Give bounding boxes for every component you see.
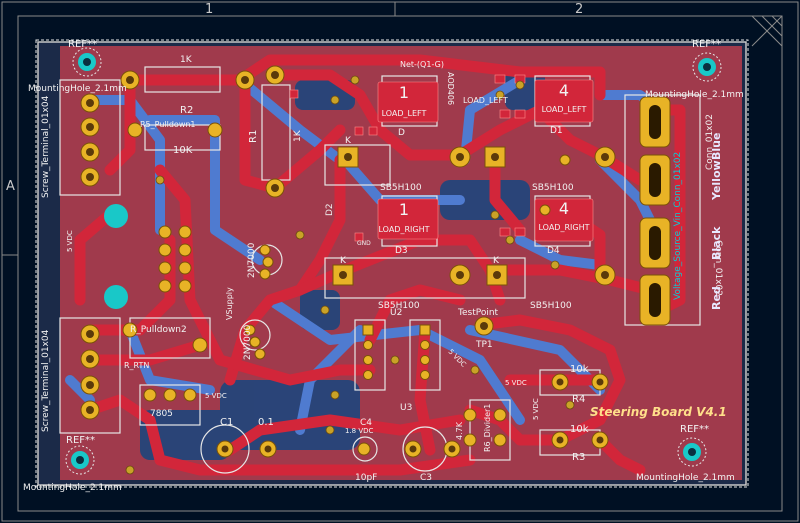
ref-top-left: REF** — [68, 39, 97, 50]
n7000-label-a: 2N7000 — [243, 324, 253, 360]
r3-value: 10k — [570, 424, 589, 435]
sb5h100-bot1: SB5H100 — [378, 301, 420, 311]
u3-label: U3 — [400, 403, 412, 413]
smd-labels: 1 LOAD_LEFT 1 LOAD_RIGHT 4 LOAD_LEFT 4 L… — [379, 81, 590, 234]
r-pulldown2-label: R_Pulldown2 — [130, 325, 187, 335]
ref-bottom-left: REF** — [66, 435, 95, 446]
vias — [125, 75, 575, 475]
ref-bottom-right: REF** — [680, 424, 709, 435]
d-top-label: D — [398, 128, 405, 138]
wire-yellow: Yellow — [710, 160, 723, 201]
k-label-c: K — [493, 256, 500, 266]
frame-col-1: 1 — [205, 2, 213, 17]
load-left-a: LOAD_LEFT — [382, 109, 427, 118]
conn-01x02-small: Conn_01x02 — [713, 240, 723, 296]
ref-top-right: REF** — [692, 39, 721, 50]
wire-black: Black — [710, 226, 723, 260]
mounting-hole-bl: MountingHole_2.1mm — [23, 483, 122, 493]
r4-label: R4 — [572, 394, 585, 405]
mounting-hole-tl: MountingHole_2.1mm — [28, 84, 127, 94]
wire-blue: Blue — [710, 133, 723, 160]
frame-row-a: A — [6, 179, 15, 194]
10pf-label: 10pF — [355, 473, 377, 483]
1-8vdc-label: 1.8 VDC — [345, 427, 374, 435]
r2-label: R2 — [180, 105, 193, 116]
mounting-holes — [65, 47, 722, 475]
r-rtn-label: R_RTN — [124, 361, 149, 370]
pad-num-1b: 1 — [399, 200, 409, 219]
vsupply-label: VSupply — [225, 287, 234, 320]
c4-label: C4 — [360, 418, 372, 428]
pad-holes — [86, 71, 609, 453]
c3-label: C3 — [420, 473, 432, 483]
wire-red: Red — [710, 286, 723, 310]
screw-terminal-top-label: Screw_Terminal_01x04 — [41, 95, 51, 198]
d1-label: D1 — [550, 126, 563, 136]
5vdc-c: 5 VDC — [505, 379, 527, 387]
aod406-label: AOD406 — [446, 72, 455, 105]
5vdc-b: 5 VDC — [66, 230, 74, 252]
sb5h100-top: SB5H100 — [380, 183, 422, 193]
u-7805-label: 7805 — [150, 409, 173, 419]
u2-label: U2 — [390, 308, 402, 318]
k-label-a: K — [345, 136, 352, 146]
frame-col-2: 2 — [575, 2, 583, 17]
r3-label: R3 — [572, 452, 585, 463]
conn-voltage-label: Voltage_Source_Vin_Conn_01x02 — [673, 152, 683, 300]
net-q1g-label: Net-(Q1-G) — [400, 60, 444, 69]
pulldown1-label: R5_Pulldown1 — [140, 120, 196, 129]
load-left-b: LOAD_LEFT — [542, 105, 587, 114]
r-10k-label: 10K — [173, 145, 193, 156]
square-pad-holes — [339, 153, 501, 279]
c-0-1-label: 0.1 — [258, 417, 274, 428]
d4-label: D4 — [547, 246, 560, 256]
k-label-b: K — [340, 256, 347, 266]
testpoint-label: TestPoint — [457, 308, 499, 318]
screw-terminal-bottom-label: Screw_Terminal_01x04 — [41, 329, 51, 432]
silk-text: REF** REF** REF** REF** MountingHole_2.1… — [23, 39, 744, 493]
load-right-b: LOAD_RIGHT — [539, 223, 590, 232]
5vdc-a: 5 VDC — [205, 392, 227, 400]
r-1k-label: 1K — [180, 55, 193, 65]
conn-01x02-label: Conn_01x02 — [705, 114, 715, 170]
pad-num-4a: 4 — [559, 81, 569, 100]
load-left-trace-label: LOAD_LEFT — [463, 96, 508, 105]
pad-num-1a: 1 — [399, 83, 409, 102]
corner-hatch — [751, 15, 783, 47]
5vdc-e: 5 VDC — [532, 398, 540, 420]
pad-num-4b: 4 — [559, 199, 569, 218]
gnd-label: GND — [357, 240, 371, 247]
r1-value-label: 1K — [293, 129, 303, 142]
n7000-label-b: 2N7000 — [247, 242, 257, 278]
r1-label: R1 — [248, 130, 259, 143]
load-right-a: LOAD_RIGHT — [379, 225, 430, 234]
sb5h100-mid: SB5H100 — [532, 183, 574, 193]
conn-slots — [639, 96, 671, 326]
sb5h100-bot2: SB5H100 — [530, 301, 572, 311]
r6-divider1: R6_Divider1 — [483, 404, 492, 452]
silk-dash — [35, 39, 749, 488]
r4-value: 10k — [570, 364, 589, 375]
d2-label: D2 — [325, 203, 335, 216]
wire-color-labels: Blue Yellow Black Red — [710, 133, 723, 310]
mounting-hole-br: MountingHole_2.1mm — [636, 473, 735, 483]
tp1-label: TP1 — [475, 340, 493, 350]
board-title: Steering Board V4.1 — [590, 405, 727, 419]
d3-label: D3 — [395, 246, 408, 256]
4-7k-label: 4.7K — [455, 421, 464, 440]
c1-label: C1 — [220, 417, 233, 428]
mounting-hole-tr: MountingHole_2.1mm — [645, 90, 744, 100]
